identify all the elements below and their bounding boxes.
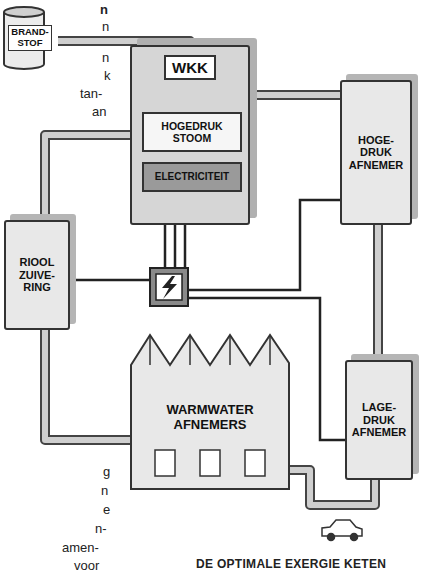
pipe-fill [375,225,381,360]
text-fragment: n [101,483,108,498]
text-fragment: amen- [62,540,99,555]
roof-edge [229,335,231,365]
text-fragment: n [102,19,109,34]
pipe-fill [45,135,130,220]
building-body [131,335,289,489]
text-fragment: n- [95,521,107,536]
consumer-box: HOGE- DRUK AFNEMER [340,80,412,225]
switch-box [150,268,188,306]
text-fragment: n [100,2,108,17]
pipe-connector [45,330,130,440]
node-label: HOGE- DRUK AFNEMER [349,134,403,172]
pipe-connector [45,135,130,220]
pipe-connector [250,95,340,96]
node-label: RIOOL ZUIVE- RING [19,256,55,294]
text-fragment: e [103,502,110,517]
text-fragment: tan- [80,86,102,101]
switch-box-body [150,268,188,306]
pipe-outline [373,225,383,360]
pipe-outline [45,135,130,220]
car-wheel [351,534,358,541]
factory-building: WARMWATER AFNEMERS [130,325,290,490]
electricity-panel: ELECTRICITEIT [142,162,242,192]
tank-lid [4,7,44,17]
car-wheel [328,534,335,541]
treatment-box: RIOOL ZUIVE- RING [4,220,70,330]
steam-panel: HOGEDRUK STOOM [142,112,242,152]
node-label: HOGEDRUK STOOM [161,120,222,144]
roof-edge [269,335,271,365]
switch-box-face [156,274,182,300]
pipe-fill [250,92,340,98]
pipe-outline [45,330,130,440]
window [200,450,220,476]
caption: DE OPTIMALE EXERGIE KETEN [196,557,386,571]
window [245,450,265,476]
node-label: ELECTRICITEIT [155,171,229,183]
screen-label: WKK [164,55,216,80]
text-fragment: voor [74,558,99,573]
pipe-outline [250,90,340,100]
car-sketch [322,520,362,541]
text-fragment: n [102,50,109,65]
node-label: WARMWATER AFNEMERS [166,403,253,433]
text-fragment: an [92,104,106,119]
text-fragment: g [103,464,110,479]
fuel-tank: BRAND- STOF [2,5,58,71]
window [155,450,175,476]
node-label: BRAND- STOF [8,25,51,51]
node-label: LAGE- DRUK AFNEMER [352,401,406,439]
consumer-box: LAGE- DRUK AFNEMER [345,360,413,480]
pipe-connector [378,225,379,360]
chp-unit: WKK HOGEDRUK STOOM ELECTRICITEIT [130,45,250,225]
roof-edge [149,335,151,365]
roof-edge [189,335,191,365]
lightning-symbol [162,276,177,299]
pipe-fill [45,330,130,440]
text-fragment: k [104,68,111,83]
